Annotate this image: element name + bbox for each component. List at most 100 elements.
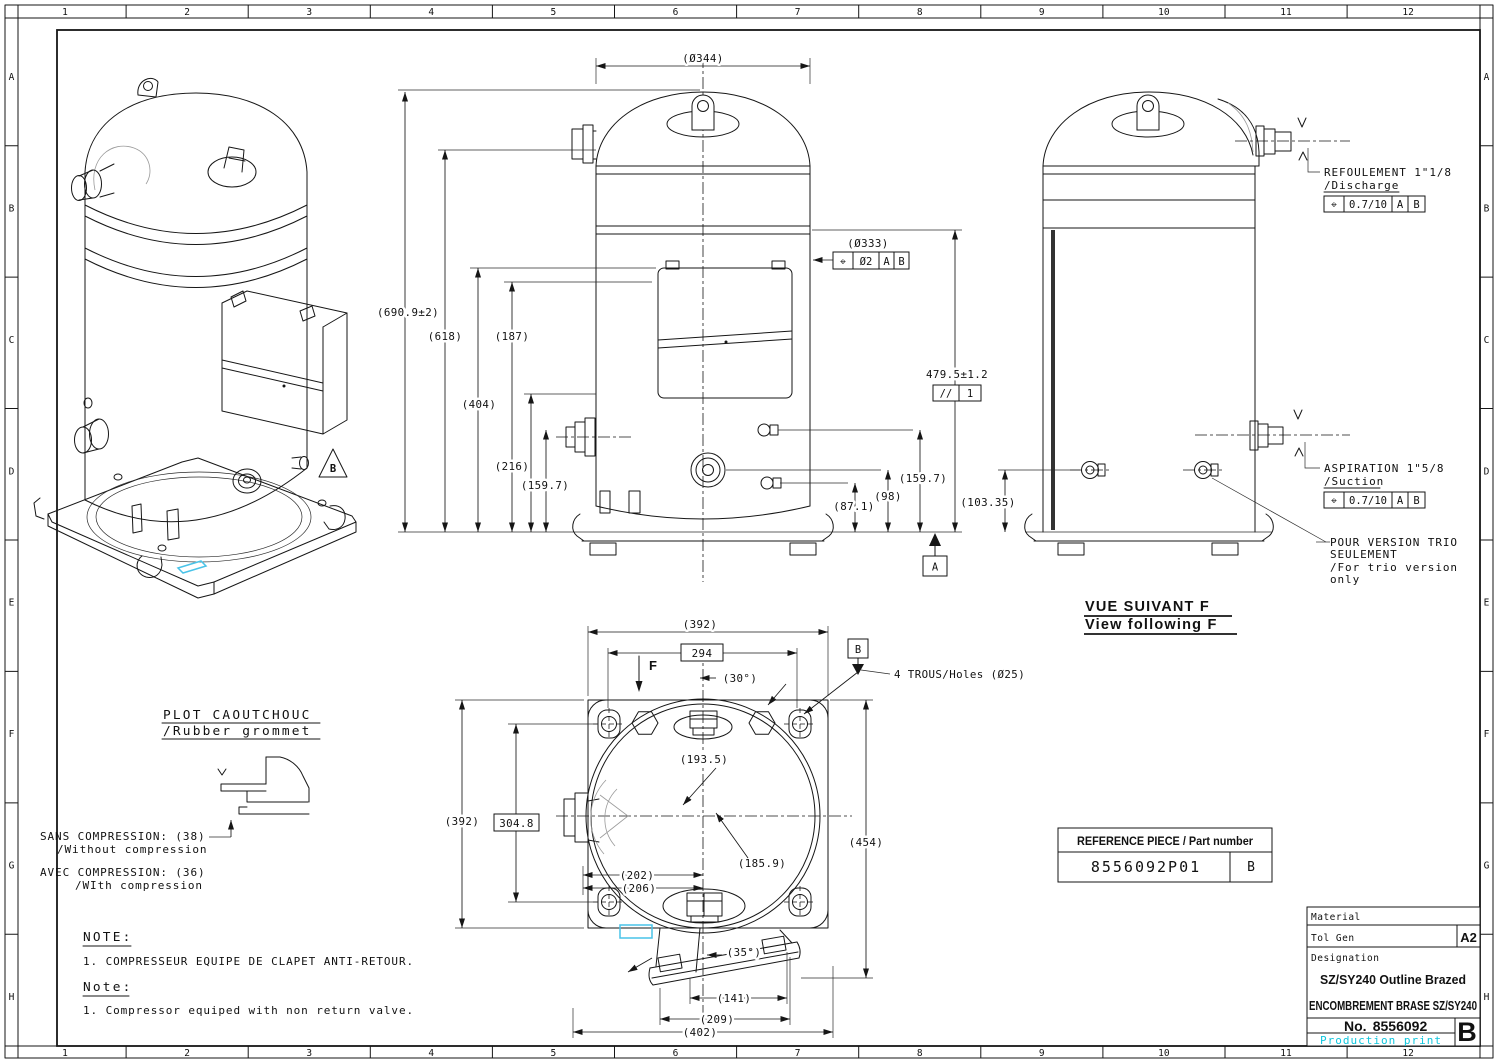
dim-206: (206) — [622, 882, 657, 895]
grid-row-label: C — [9, 335, 15, 346]
dim-dia-shell: (Ø333) — [847, 237, 888, 250]
grommet-sans-line1: SANS COMPRESSION: (38) — [40, 830, 206, 843]
grid-col-label: 8 — [917, 1048, 923, 1059]
position-symbol: ⌖ — [1331, 199, 1337, 211]
revision-letter: B — [1457, 1017, 1477, 1047]
datum-b-label: B — [855, 644, 861, 656]
revision-triangle-flag — [318, 448, 348, 478]
grommet-avec-line1: AVEC COMPRESSION: (36) — [40, 866, 206, 879]
dim-392-left: (392) — [445, 815, 480, 828]
dim-4795: 479.5±1.2 — [926, 368, 988, 381]
grid-row-label: B — [9, 203, 15, 214]
bottom-view: F (392) 294 (30°) B 4 TROUS/Holes (Ø25) … — [442, 616, 1027, 1042]
dim-294: 294 — [692, 647, 713, 660]
grid-col-label: 9 — [1039, 1048, 1045, 1059]
no-label: No. — [1344, 1018, 1367, 1034]
drawing-border — [56, 29, 1481, 1047]
position-datum1: A — [883, 256, 890, 268]
note-en-item: 1. Compressor equiped with non return va… — [83, 1004, 414, 1017]
grid-col-label: 3 — [306, 1048, 312, 1059]
dim-10335: (103.35) — [960, 496, 1015, 509]
dim-454: (454) — [849, 836, 884, 849]
cyan-label-tag — [176, 560, 208, 574]
grid-col-label: 11 — [1280, 1048, 1292, 1059]
dim-216: (216) — [495, 460, 530, 473]
note-en-title: Note: — [83, 980, 133, 995]
drawing-number: 8556092 — [1373, 1018, 1428, 1034]
grid-row-label: H — [9, 992, 15, 1003]
trio-callout-line2: SEULEMENT — [1330, 548, 1398, 561]
reference-table-header: REFERENCE PIECE / Part number — [1077, 834, 1253, 848]
dim-187: (187) — [495, 330, 530, 343]
dim-1935: (193.5) — [680, 753, 728, 766]
grommet-detail: PLOT CAOUTCHOUC /Rubber grommet SANS COM… — [40, 708, 321, 892]
dim-392-top: (392) — [683, 618, 718, 631]
dim-98: (98) — [874, 490, 902, 503]
grid-row-label: D — [1484, 466, 1490, 477]
datum-b-flag: B — [803, 638, 869, 715]
cyan-label-tag — [619, 924, 653, 939]
dim-618: (618) — [428, 330, 463, 343]
suction-callout-line1: ASPIRATION 1"5/8 — [1324, 462, 1444, 475]
grid-col-label: 10 — [1158, 1048, 1170, 1059]
grid-col-label: 8 — [917, 7, 923, 18]
dim-30deg: (30°) — [723, 672, 758, 685]
grid-row-label: A — [9, 72, 15, 83]
suction-callout-line2: /Suction — [1324, 475, 1384, 488]
dim-35deg: (35°) — [727, 946, 762, 959]
trio-callout-line1: POUR VERSION TRIO — [1330, 536, 1458, 549]
position-tol: 0.7/10 — [1349, 199, 1387, 211]
dim-141: (141) — [717, 992, 752, 1005]
reference-table: REFERENCE PIECE / Part number 8556092P01… — [1057, 827, 1273, 883]
grid-col-label: 7 — [795, 1048, 801, 1059]
position-datum2: B — [898, 256, 904, 268]
datum-a-label: A — [932, 562, 939, 574]
iso-view: B — [33, 78, 357, 599]
dim-overall-height: (690.9±2) — [377, 306, 439, 319]
dim-1597-left: (159.7) — [521, 479, 569, 492]
grommet-title-fr: PLOT CAOUTCHOUC — [163, 708, 312, 723]
tol-gen-label: Tol Gen — [1311, 933, 1355, 944]
grid-col-label: 9 — [1039, 7, 1045, 18]
tilted-bracket — [648, 927, 801, 986]
front-view: (Ø344) (690.9±2) (618) (404) (187) (216)… — [374, 50, 990, 582]
grid-col-label: 11 — [1280, 7, 1292, 18]
grid-col-label: 2 — [184, 7, 190, 18]
notes: NOTE: 1. COMPRESSEUR EQUIPE DE CLAPET AN… — [82, 930, 414, 1017]
dim-1859: (185.9) — [738, 857, 786, 870]
iso-flag-b: B — [330, 463, 336, 475]
grid-col-label: 2 — [184, 1048, 190, 1059]
dim-1597-right: (159.7) — [899, 472, 947, 485]
dim-402: (402) — [683, 1026, 718, 1039]
designation-fr: ENCOMBREMENT BRASE SZ/SY240 — [1309, 998, 1477, 1013]
grid-col-label: 1 — [62, 7, 68, 18]
position-tol: Ø2 — [860, 256, 873, 268]
grid-row-label: D — [9, 466, 15, 477]
grid-row-label: G — [1484, 861, 1490, 872]
designation-label: Designation — [1311, 953, 1379, 964]
discharge-callout-line1: REFOULEMENT 1"1/8 — [1324, 166, 1452, 179]
parallelism-symbol: // — [940, 388, 953, 400]
position-datum1: A — [1397, 495, 1404, 507]
datum-a-flag: A — [922, 533, 948, 577]
grid-col-label: 6 — [673, 1048, 679, 1059]
side-view: (103.35) REFOULEMENT 1"1/8 /Discharge ⌖ … — [958, 91, 1458, 586]
grid-col-label: 3 — [306, 7, 312, 18]
grid-col-label: 1 — [62, 1048, 68, 1059]
position-datum2: B — [1413, 495, 1419, 507]
grid-col-label: 5 — [551, 1048, 557, 1059]
grid-col-label: 4 — [428, 1048, 434, 1059]
grid-col-label: 12 — [1402, 1048, 1413, 1059]
dim-209: (209) — [700, 1013, 735, 1026]
parallelism-datum: 1 — [967, 388, 973, 400]
trio-callout-line4: only — [1330, 573, 1360, 586]
trio-callout-line3: /For trio version — [1330, 561, 1458, 574]
grid-row-label: A — [1484, 72, 1490, 83]
grid-col-label: 6 — [673, 7, 679, 18]
position-frame-shell: ⌖ Ø2 A B — [813, 251, 910, 270]
